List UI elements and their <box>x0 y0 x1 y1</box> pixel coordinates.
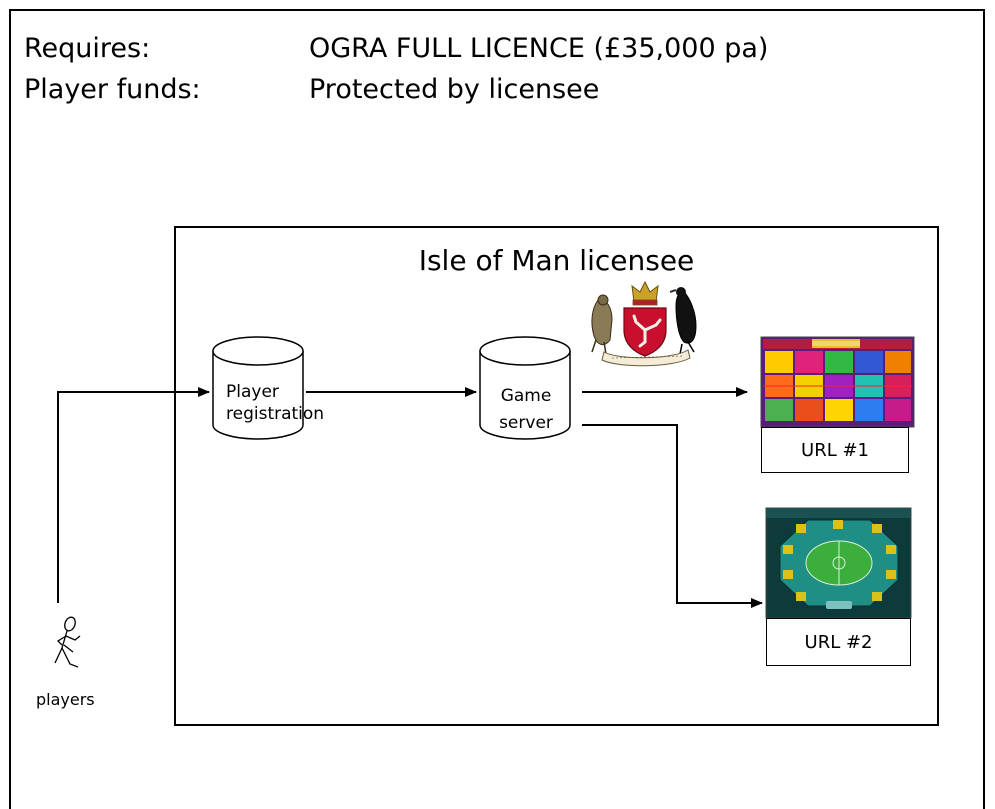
game-server-label-line1: Game <box>498 385 554 407</box>
arrow-players-to-registration <box>57 387 210 603</box>
url2-box: URL #2 <box>766 618 911 666</box>
player-funds-value: Protected by licensee <box>309 74 600 105</box>
licensee-container <box>174 226 939 726</box>
player-figure-icon <box>54 616 81 668</box>
player-funds-label: Player funds: <box>24 74 201 105</box>
player-registration-label: Player registration <box>226 382 325 424</box>
requires-value: OGRA FULL LICENCE (£35,000 pa) <box>309 33 769 64</box>
coat-of-arms-emblem <box>591 280 697 367</box>
outer-frame <box>9 9 985 809</box>
slot-game-screenshot <box>760 336 915 428</box>
game-server-label-line2: server <box>498 412 554 434</box>
football-game-screenshot <box>765 507 912 619</box>
players-label: players <box>36 690 95 709</box>
requires-label: Requires: <box>24 33 151 64</box>
arrow-server-to-url2 <box>582 424 763 608</box>
url1-box: URL #1 <box>761 427 909 473</box>
licensee-title: Isle of Man licensee <box>418 244 695 277</box>
player-registration-cylinder <box>212 336 304 440</box>
